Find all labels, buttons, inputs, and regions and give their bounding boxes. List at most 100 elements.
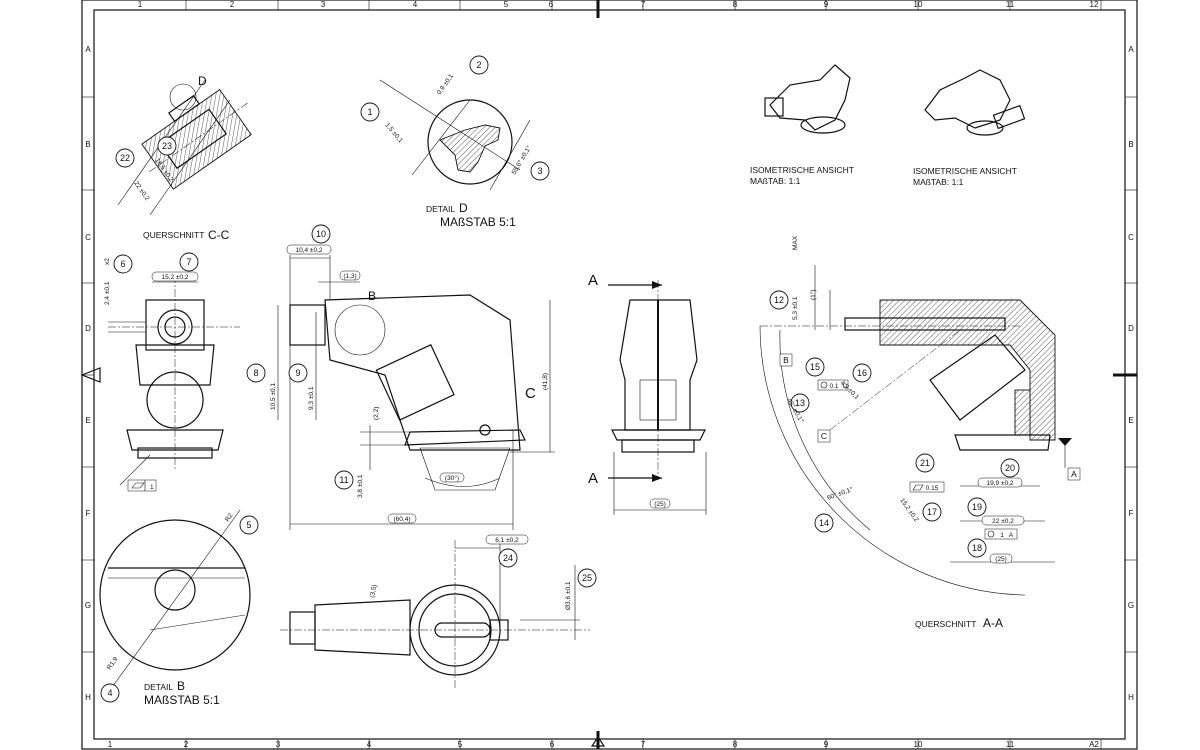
balloon-2-label: 2 <box>476 60 481 70</box>
circularity-ref: A <box>1009 532 1014 539</box>
position-symbol-icon <box>820 381 828 389</box>
zone-top-2: 2 <box>230 0 235 9</box>
detail-b-prefix: DETAIL <box>144 682 173 692</box>
dim-41-8: (41,8) <box>542 373 549 390</box>
dim-25-b: (25) <box>995 556 1007 563</box>
balloon-4-label: 4 <box>107 688 112 698</box>
circularity-frame <box>984 528 1018 540</box>
iso-1-title: ISOMETRISCHE ANSICHT <box>750 165 854 175</box>
datum-a-label: A <box>1071 469 1077 479</box>
section-a-a-view: 12 5,3 ±0,1 MAX (1°) B 15 16 13 0.1 C 4,… <box>759 235 1081 630</box>
dim-10-4: 10,4 ±0,2 <box>295 247 322 254</box>
zone-right-c: C <box>1128 233 1134 242</box>
balloon-14-label: 14 <box>819 518 829 528</box>
detail-d-prefix: DETAIL <box>426 204 455 214</box>
drawing-frame: 1 2 3 4 5 6 7 8 9 10 11 12 1 2 3 4 5 6 7… <box>80 0 1138 750</box>
balloon-23-label: 23 <box>162 141 172 151</box>
detail-d-circle <box>169 83 197 111</box>
dim-60-4: (60,4) <box>394 516 411 523</box>
zone-right-g: G <box>1128 601 1134 610</box>
section-c-c-letter: C-C <box>208 228 230 242</box>
dim-60-deg: 60° ±0,1° <box>826 485 854 502</box>
zone-right-e: E <box>1128 416 1133 425</box>
zone-bottom-9: 9 <box>824 740 829 749</box>
balloon-1 <box>360 102 380 122</box>
dim-r1-9: R1,9 <box>106 656 120 672</box>
dim-25: (25) <box>654 501 666 508</box>
dim-9-3: 9,3 ±0,1 <box>308 386 315 410</box>
dim-1-3: (1,3) <box>343 273 356 280</box>
datum-b-label: B <box>783 355 789 365</box>
balloon-12-label: 12 <box>774 295 784 305</box>
zone-left-a: A <box>85 45 91 54</box>
dim-4-9: 4,9 ±0,1 <box>839 379 861 401</box>
balloon-17-label: 17 <box>927 507 937 517</box>
balloon-25-label: 25 <box>582 573 592 583</box>
balloon-11-label: 11 <box>339 475 348 485</box>
center-end-view: A A (25) <box>588 272 707 515</box>
dim-2-2: (2,2) <box>373 407 380 420</box>
dim-5-3: 5,3 ±0,1 <box>792 296 799 320</box>
balloon-13 <box>790 393 810 413</box>
detail-b-view: 5 4 R2 R1,9 DETAIL B MAßSTAB 5:1 <box>99 509 259 707</box>
balloon-23 <box>157 136 177 156</box>
detail-b-letter: B <box>177 679 185 693</box>
detail-d-view: 1 2 3 1,5 ±0,1 0,9 ±0,1 55,6° ±0,1° DETA… <box>360 55 550 229</box>
balloon-20-label: 20 <box>1005 463 1015 473</box>
balloon-6-label: 6 <box>120 259 125 269</box>
sheet-format: A2 <box>1089 740 1099 749</box>
zone-left-c: C <box>85 233 91 242</box>
dim-15-2: 15,2 ±0,2 <box>161 274 188 281</box>
datum-triangle-icon <box>1058 438 1072 446</box>
balloon-3 <box>530 161 550 181</box>
balloon-15-label: 15 <box>810 362 820 372</box>
zone-top-4: 4 <box>413 0 418 9</box>
zone-labels: 1 2 3 4 5 6 7 8 9 10 11 12 1 2 3 4 5 6 7… <box>85 0 1134 749</box>
zone-top-12: 12 <box>1090 0 1099 9</box>
balloon-5 <box>239 515 259 535</box>
zone-bottom-3: 3 <box>276 740 281 749</box>
zone-bottom-8: 8 <box>733 740 738 749</box>
dim-3-5: (3,5) <box>369 584 378 598</box>
balloon-8-label: 8 <box>253 368 258 378</box>
dim-30-deg: (30°) <box>445 474 459 482</box>
zone-top-10: 10 <box>914 0 923 9</box>
balloon-18 <box>967 538 987 558</box>
balloon-21 <box>915 453 935 473</box>
dim-10-5: 10,5 ±0,1 <box>270 383 277 410</box>
balloon-24-label: 24 <box>503 553 513 563</box>
balloon-19-label: 19 <box>972 502 982 512</box>
dim-3-8: 3,8 ±0,1 <box>357 474 364 498</box>
zone-top-9: 9 <box>824 0 829 9</box>
zone-top-11: 11 <box>1006 0 1015 9</box>
section-a-a-prefix: QUERSCHNITT <box>915 619 976 629</box>
balloon-2 <box>469 55 489 75</box>
detail-d-scale: MAßSTAB 5:1 <box>440 215 516 229</box>
datum-b-box <box>779 353 793 367</box>
balloon-3-label: 3 <box>537 166 542 176</box>
circularity-symbol-icon <box>987 530 995 538</box>
balloon-22 <box>115 148 135 168</box>
datum-a-box <box>1067 467 1081 481</box>
zone-top-6: 6 <box>549 0 554 9</box>
dim-19-9: 19,9 ±0,2 <box>986 480 1013 487</box>
isometric-view-2: ISOMETRISCHE ANSICHT MAßTAB: 1:1 <box>913 69 1026 187</box>
datum-c-box <box>817 429 831 443</box>
balloon-1-label: 1 <box>367 107 372 117</box>
zone-top-3: 3 <box>321 0 326 9</box>
zone-bottom-4: 4 <box>367 740 372 749</box>
iso-2-title: ISOMETRISCHE ANSICHT <box>913 166 1017 176</box>
balloon-10 <box>311 224 331 244</box>
zone-bottom-5: 5 <box>458 740 463 749</box>
balloon-24 <box>498 548 518 568</box>
dim-22: 22 ±0,2 <box>132 180 150 202</box>
balloon-15 <box>805 357 825 377</box>
zone-top-1: 1 <box>138 0 143 9</box>
balloon-16-label: 16 <box>857 368 867 378</box>
dim-r2: R2 <box>224 512 235 523</box>
zone-left-f: F <box>86 509 91 518</box>
center-arrow-icon <box>80 367 101 383</box>
balloon-5-label: 5 <box>246 520 251 530</box>
circularity-tol: 1 <box>1000 532 1004 539</box>
zone-top-7: 7 <box>641 0 646 9</box>
